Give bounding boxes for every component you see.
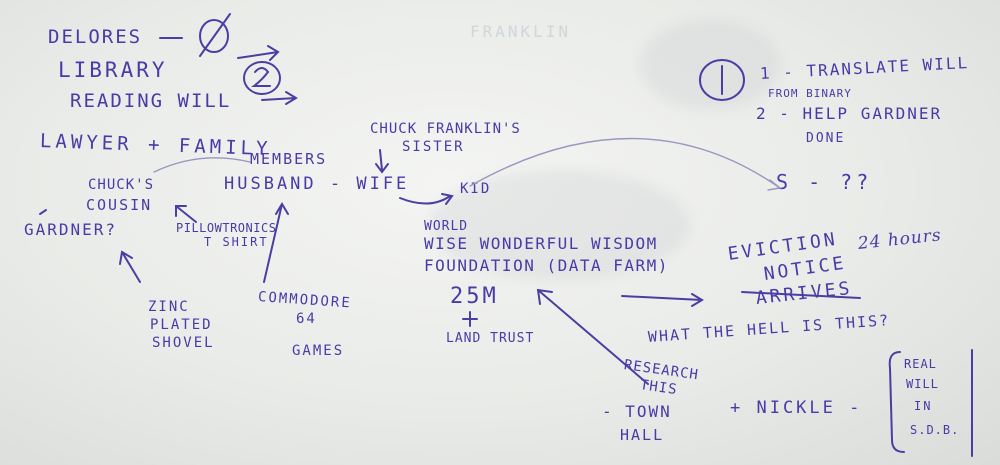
chucks-label: CHUCK'S	[88, 177, 155, 193]
plated-label: PLATED	[150, 317, 213, 333]
curve-to-questions	[469, 137, 782, 191]
bracket-left	[888, 351, 905, 453]
stroke-and	[39, 209, 47, 215]
faint-erased-text: FRANKLIN	[470, 22, 572, 41]
members-label: MEMBERS	[250, 150, 328, 168]
sdb-label: S.D.B.	[910, 423, 960, 437]
reading-will-label: READING WILL	[70, 90, 232, 112]
will-label: WILL	[906, 377, 939, 391]
library-label: LIBRARY	[58, 58, 168, 82]
delores-label: DELORES	[48, 26, 143, 48]
in-label: IN	[914, 399, 933, 413]
chuck-sister-label-2: SISTER	[402, 139, 465, 155]
digit-2-stroke	[251, 67, 271, 87]
circle-1	[699, 59, 745, 101]
commodore-64-label: 64	[296, 311, 317, 327]
pillowtronics-label-1: PILLOWTRONICS	[176, 221, 277, 235]
cousin-label: COUSIN	[86, 196, 153, 214]
games-label: GAMES	[292, 343, 345, 359]
nickle-label: + NICKLE -	[730, 398, 863, 418]
arrow-commodore	[263, 202, 289, 283]
wise-wonderful-wisdom-label: WISE WONDERFUL WISDOM	[424, 234, 658, 253]
todo-from-binary-label: FROM BINARY	[768, 87, 852, 100]
empty-set-symbol	[199, 19, 229, 53]
real-label: REAL	[904, 357, 937, 371]
husband-wife-label: HUSBAND - WIFE	[224, 174, 410, 194]
shovel-label: SHOVEL	[152, 335, 215, 351]
eraser-smudge	[430, 170, 690, 280]
money-label: 25M	[450, 284, 499, 309]
arrow-reading-will	[261, 91, 298, 105]
world-label: WORLD	[424, 219, 469, 234]
arrow-tshirt	[175, 205, 197, 223]
gardner-label: GARDNER?	[24, 220, 118, 239]
pillowtronics-label-2: T SHIRT	[204, 235, 269, 249]
underline-arrives	[741, 291, 861, 299]
empty-set-slash	[199, 13, 231, 57]
kid-label: KID	[460, 181, 492, 197]
arrow-sister	[375, 149, 389, 174]
hall-label: HALL	[620, 426, 665, 444]
foundation-label: FOUNDATION (DATA FARM)	[424, 256, 669, 275]
arrow-library	[237, 45, 280, 61]
zinc-label: ZINC	[148, 299, 190, 315]
land-trust-label: LAND TRUST	[446, 331, 535, 346]
arrow-shovel	[119, 250, 141, 283]
question-marks-label: S - ??	[776, 170, 873, 194]
link-cousin-members	[153, 157, 251, 173]
todo-help-gardner-label: 2 - HELP GARDNER	[756, 104, 943, 123]
plus-sign	[462, 311, 478, 327]
todo-done-label: DONE	[806, 131, 846, 146]
arrow-wife-kid	[399, 193, 454, 205]
arrow-research	[536, 288, 649, 385]
chuck-sister-label-1: CHUCK FRANKLIN'S	[370, 121, 521, 137]
arrow-eviction	[621, 293, 704, 307]
town-label: - TOWN	[602, 402, 672, 421]
circle-2	[243, 61, 281, 95]
eraser-smudge	[640, 20, 780, 110]
